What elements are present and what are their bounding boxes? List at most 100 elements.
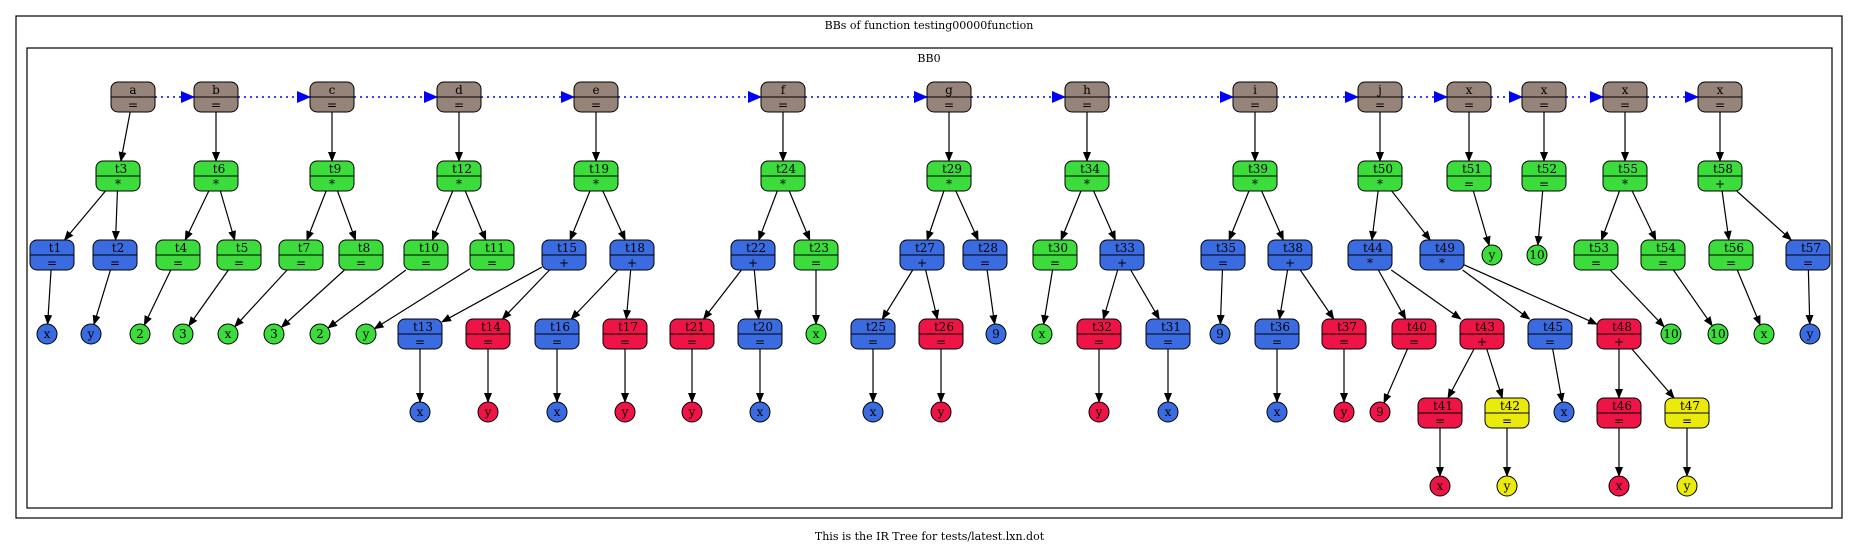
ir-node-t19: _t19*	[573, 160, 619, 192]
tree-edge-t24-t23	[788, 190, 811, 241]
tree-edge-t4-l3	[143, 269, 172, 326]
outer-title: BBs of function testing00000function	[825, 19, 1034, 32]
leaf-circle	[862, 401, 884, 423]
tree-edge-t39-t38	[1261, 190, 1284, 241]
tree-edge-t56-l17	[1736, 269, 1761, 326]
node-name: b	[212, 83, 220, 97]
node-name: x	[1717, 83, 1724, 97]
leaf-label: y	[484, 405, 492, 419]
node-name: _t8	[352, 241, 370, 255]
node-name: _t35	[1210, 241, 1236, 255]
ir-node-t28: _t28=	[962, 239, 1008, 271]
node-name: _t23	[803, 241, 829, 255]
ir-node-t30: _t30=	[1032, 239, 1078, 271]
leaf-label: 2	[316, 327, 324, 341]
leaf-node-y: y	[1088, 401, 1110, 423]
node-op: =	[1591, 256, 1601, 270]
ir-node-t42: _t42=	[1484, 397, 1530, 429]
tree-edge-t1-l1	[44, 269, 53, 326]
node-name: i	[1253, 83, 1257, 97]
node-op: =	[944, 98, 954, 112]
leaf-label: 9	[1216, 327, 1224, 341]
node-name: _t2	[106, 241, 124, 255]
node-op: *	[1377, 177, 1383, 191]
leaf-node-x: x	[36, 323, 58, 345]
leaf-label: y	[621, 405, 629, 419]
leaf-label: 9	[992, 327, 1000, 341]
ir-node-t35: _t35=	[1200, 239, 1246, 271]
leaf-node-10: 10	[1660, 323, 1682, 345]
ir-node-t40: _t40=	[1391, 318, 1437, 350]
tree-edge-t43-t41	[1447, 348, 1475, 399]
leaf-node-x: x	[805, 323, 827, 345]
ir-node-t10: _t10=	[403, 239, 449, 271]
leaf-label: 10	[1529, 248, 1544, 262]
graph-caption: This is the IR Tree for tests/latest.lxn…	[814, 530, 1045, 543]
node-name: _t39	[1242, 162, 1268, 176]
node-op: *	[213, 177, 219, 191]
node-name: g	[945, 83, 953, 97]
node-name: _t33	[1109, 241, 1135, 255]
node-name: _t16	[544, 320, 570, 334]
ir-node-t47: _t47=	[1664, 397, 1710, 429]
leaf-circle	[1209, 323, 1231, 345]
leaf-circle	[985, 323, 1007, 345]
leaf-circle	[477, 401, 499, 423]
node-op: =	[755, 335, 765, 349]
tree-edge-t18-t17	[623, 269, 632, 320]
leaf-node-9: 9	[1369, 401, 1391, 423]
ir-node-t32: _t32=	[1076, 318, 1122, 350]
node-op: =	[173, 256, 183, 270]
ir-node-t56: _t56=	[1708, 239, 1754, 271]
node-op: +	[627, 256, 637, 270]
leaf-circle	[129, 323, 151, 345]
node-op: =	[1250, 98, 1260, 112]
node-name: c	[329, 83, 336, 97]
node-name: _t36	[1264, 320, 1290, 334]
leaf-node-y: y	[681, 401, 703, 423]
leaf-label: y	[937, 405, 945, 419]
leaf-label: y	[1095, 405, 1103, 419]
node-name: _t47	[1674, 399, 1700, 413]
node-name: a	[129, 83, 136, 97]
node-op: *	[329, 177, 335, 191]
leaf-label: y	[1806, 327, 1814, 341]
ir-node-t25: _t25=	[850, 318, 896, 350]
leaf-circle	[263, 323, 285, 345]
tree-edge-t44-t40	[1377, 269, 1407, 320]
node-name: _t10	[413, 241, 439, 255]
leaf-circle	[1608, 475, 1630, 497]
tree-edge-t24-t22	[758, 190, 778, 241]
ir-node-x: x=	[1446, 81, 1492, 113]
ir-node-t23: _t23=	[793, 239, 839, 271]
node-name: _t15	[551, 241, 577, 255]
leaf-circle	[1369, 401, 1391, 423]
tree-edge-t44-t43	[1390, 269, 1462, 320]
leaf-circle	[1266, 401, 1288, 423]
leaf-node-x: x	[1429, 475, 1451, 497]
ir-node-t51: _t51=	[1446, 160, 1492, 192]
node-name: _t1	[43, 241, 61, 255]
node-op: =	[980, 256, 990, 270]
ir-node-t14: _t14=	[465, 318, 511, 350]
ir-node-t33: _t33+	[1099, 239, 1145, 271]
ir-node-t39: _t39*	[1232, 160, 1278, 192]
tree-edge-t54-l16	[1672, 269, 1713, 327]
tree-edge-t18-t16	[570, 269, 619, 320]
ir-node-t29: _t29*	[926, 160, 972, 192]
leaf-circle	[614, 401, 636, 423]
node-name: f	[781, 83, 787, 97]
leaf-node-x: x	[1553, 401, 1575, 423]
node-name: _t53	[1583, 241, 1609, 255]
leaf-circle	[681, 401, 703, 423]
node-name: _t52	[1531, 162, 1557, 176]
leaf-circle	[1799, 323, 1821, 345]
leaf-circle	[80, 323, 102, 345]
node-name: _t51	[1456, 162, 1482, 176]
leaf-label: y	[87, 327, 95, 341]
leaf-node-y: y	[1676, 475, 1698, 497]
ir-node-t53: _t53=	[1573, 239, 1619, 271]
node-op: =	[1502, 414, 1512, 428]
leaf-label: x	[1561, 405, 1568, 419]
node-op: *	[1367, 256, 1373, 270]
